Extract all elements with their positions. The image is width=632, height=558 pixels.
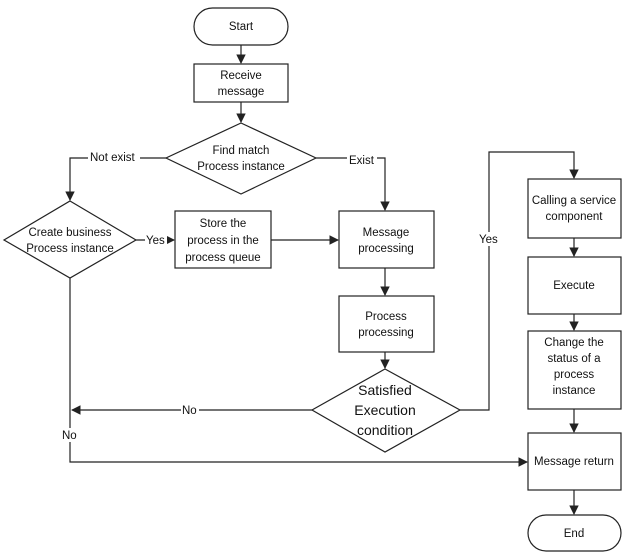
node-message-return-label: Message return <box>534 456 614 468</box>
edge-create-to-message-return <box>69 278 528 467</box>
node-store-label-3: process queue <box>185 252 260 264</box>
node-receive-message: Receive message <box>193 63 289 103</box>
node-calling-service-label-2: component <box>546 211 604 223</box>
node-calling-service-label-1: Calling a service <box>532 195 616 207</box>
node-end-label: End <box>564 528 584 540</box>
node-execute-label: Execute <box>553 280 595 292</box>
edge-find-to-message-processing <box>316 157 390 211</box>
node-store-label-1: Store the <box>200 218 247 230</box>
label-yes-satisfied: Yes <box>479 234 498 246</box>
node-process-processing-label-2: processing <box>358 327 414 339</box>
label-not-exist: Not exist <box>90 152 136 164</box>
node-satisfied-label-2: Execution <box>354 402 415 418</box>
node-find-match-label-1: Find match <box>213 145 270 157</box>
node-receive-label-2: message <box>218 86 265 98</box>
node-message-return: Message return <box>527 432 622 491</box>
node-message-processing-label-2: processing <box>358 243 414 255</box>
node-find-match-label-2: Process instance <box>197 161 285 173</box>
edges <box>65 45 579 515</box>
node-satisfied-label-3: condition <box>357 422 413 438</box>
node-create-business-label-2: Process instance <box>26 243 114 255</box>
node-change-status: Change the status of a process instance <box>527 330 622 410</box>
node-find-match: Find match Process instance <box>164 122 318 195</box>
node-receive-label-1: Receive <box>220 70 262 82</box>
node-calling-service: Calling a service component <box>527 178 622 239</box>
node-satisfied-condition: Satisfied Execution condition <box>310 368 462 453</box>
edge-find-to-create <box>65 157 166 201</box>
edge-labels: Not exist Exist Yes Yes No No <box>61 150 500 442</box>
edge-satisfied-to-calling <box>460 151 579 411</box>
node-process-processing: Process processing <box>338 295 435 353</box>
node-end: End <box>527 514 622 552</box>
node-execute: Execute <box>527 256 622 315</box>
node-change-status-label-4: instance <box>553 385 596 397</box>
node-message-processing-label-1: Message <box>363 227 410 239</box>
label-yes-store: Yes <box>146 235 165 247</box>
label-no-satisfied: No <box>182 405 197 417</box>
label-exist: Exist <box>349 155 375 167</box>
node-start-label: Start <box>229 21 254 33</box>
node-create-business-label-1: Create business <box>28 227 111 239</box>
node-create-business: Create business Process instance <box>2 200 138 279</box>
node-change-status-label-3: process <box>554 369 595 381</box>
node-process-processing-label-1: Process <box>365 311 407 323</box>
node-store-label-2: process in the <box>187 235 259 247</box>
node-change-status-label-2: status of a <box>547 353 601 365</box>
node-start: Start <box>193 7 289 46</box>
node-change-status-label-1: Change the <box>544 337 603 349</box>
node-satisfied-label-1: Satisfied <box>358 382 412 398</box>
label-no-create: No <box>62 430 77 442</box>
node-message-processing: Message processing <box>338 210 435 269</box>
node-store-process: Store the process in the process queue <box>174 210 272 269</box>
